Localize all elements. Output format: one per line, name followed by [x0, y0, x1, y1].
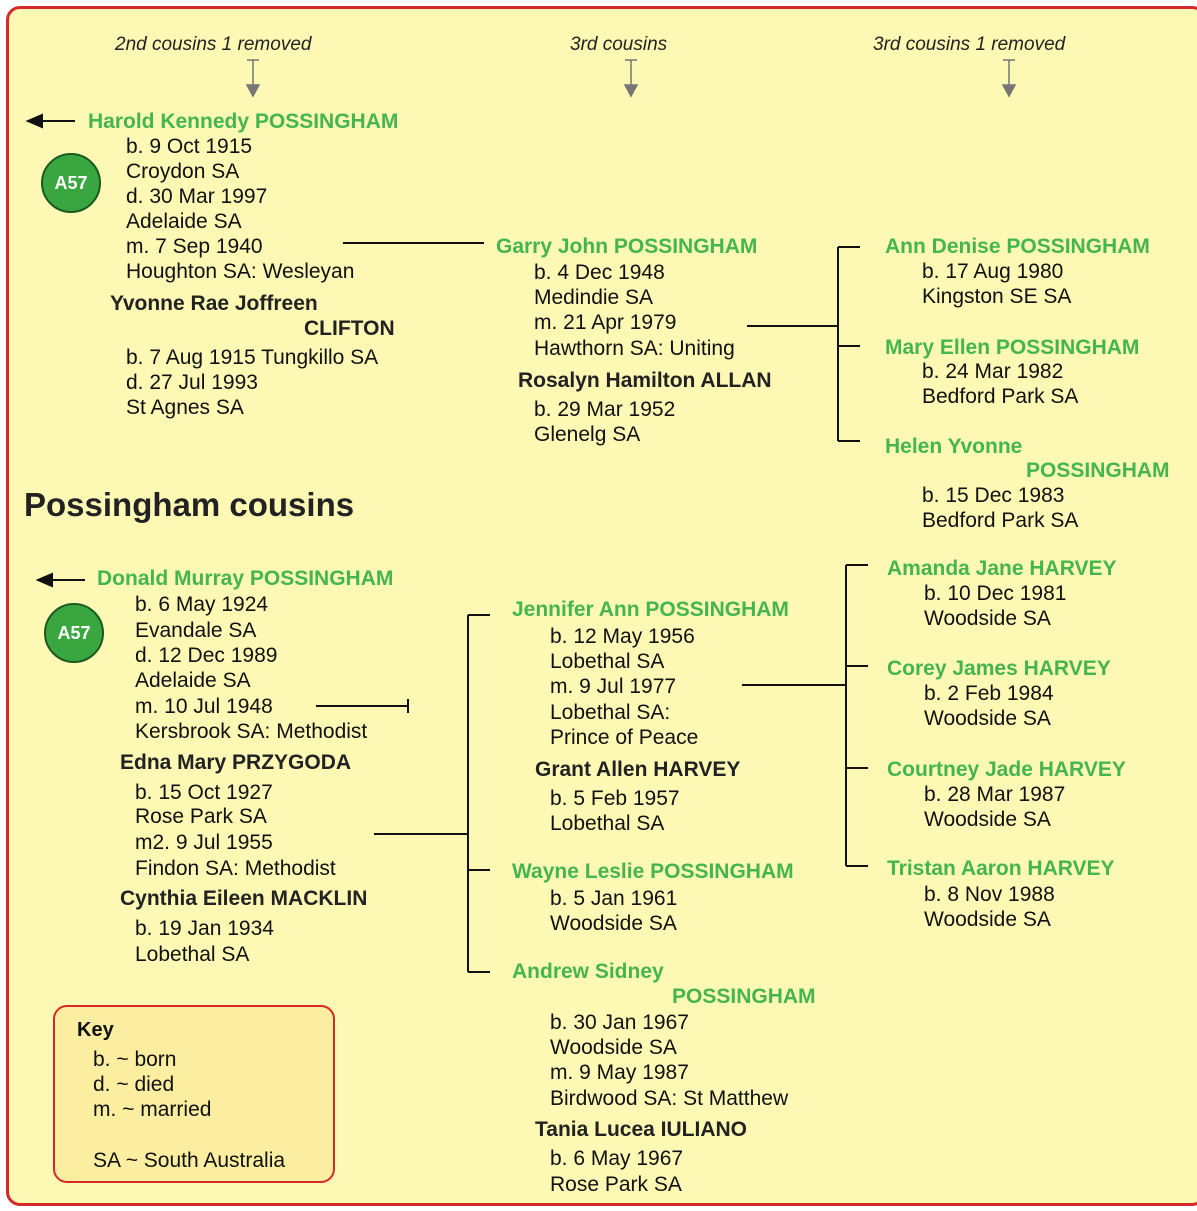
page-title: Possingham cousins: [24, 486, 355, 523]
andrew-surname: POSSINGHAM: [672, 985, 816, 1008]
rosalyn-name: Rosalyn Hamilton ALLAN: [518, 369, 772, 392]
donald-detail: Kersbrook SA: Methodist: [135, 720, 368, 743]
yvonne-detail: St Agnes SA: [126, 396, 244, 419]
harold-detail: Croydon SA: [126, 160, 240, 183]
courtney-name: Courtney Jade HARVEY: [887, 758, 1126, 781]
tristan-detail: Woodside SA: [924, 908, 1051, 931]
key-title: Key: [77, 1019, 114, 1041]
andrew-detail: b. 30 Jan 1967: [550, 1011, 689, 1034]
corey-detail: b. 2 Feb 1984: [924, 682, 1054, 705]
donald-detail: b. 6 May 1924: [135, 593, 269, 616]
tania-detail: Rose Park SA: [550, 1173, 682, 1196]
tristan-name: Tristan Aaron HARVEY: [887, 857, 1115, 880]
header-3rd-cousins: 3rd cousins: [570, 34, 668, 55]
yvonne-surname: CLIFTON: [304, 317, 395, 340]
harold-detail: Houghton SA: Wesleyan: [126, 260, 355, 283]
harold-detail: b. 9 Oct 1915: [126, 135, 253, 158]
jennifer-detail: Lobethal SA: [550, 650, 665, 673]
harold-detail: Adelaide SA: [126, 210, 242, 233]
jennifer-detail: b. 12 May 1956: [550, 625, 695, 648]
mary-detail: Bedford Park SA: [922, 385, 1079, 408]
helen-detail: Bedford Park SA: [922, 509, 1079, 532]
donald-detail: Evandale SA: [135, 619, 257, 642]
amanda-name: Amanda Jane HARVEY: [887, 557, 1117, 580]
key-item: b. ~ born: [93, 1048, 177, 1071]
donald-name: Donald Murray POSSINGHAM: [97, 567, 394, 590]
corey-name: Corey James HARVEY: [887, 657, 1111, 680]
harold-name: Harold Kennedy POSSINGHAM: [88, 110, 399, 133]
garry-detail: m. 21 Apr 1979: [534, 311, 677, 334]
wayne-name: Wayne Leslie POSSINGHAM: [512, 860, 794, 883]
garry-detail: Hawthorn SA: Uniting: [534, 337, 735, 360]
donald-detail: Adelaide SA: [135, 669, 251, 692]
grant-name: Grant Allen HARVEY: [535, 758, 741, 781]
edna-name: Edna Mary PRZYGODA: [120, 751, 352, 774]
tania-detail: b. 6 May 1967: [550, 1147, 684, 1170]
header-3rd-cousins-1-removed: 3rd cousins 1 removed: [873, 34, 1066, 55]
harold-detail: d. 30 Mar 1997: [126, 185, 268, 208]
ann-name: Ann Denise POSSINGHAM: [885, 235, 1150, 258]
yvonne-detail: d. 27 Jul 1993: [126, 371, 258, 394]
key-item: d. ~ died: [93, 1073, 175, 1096]
badge-a57-harold: A57: [41, 153, 101, 213]
jennifer-detail: Prince of Peace: [550, 726, 699, 749]
donald-detail: m. 10 Jul 1948: [135, 695, 273, 718]
andrew-detail: Woodside SA: [550, 1036, 677, 1059]
garry-detail: b. 4 Dec 1948: [534, 261, 665, 284]
edna-detail: b. 15 Oct 1927: [135, 781, 273, 804]
tania-name: Tania Lucea IULIANO: [535, 1118, 747, 1141]
donald-detail: d. 12 Dec 1989: [135, 644, 278, 667]
courtney-detail: b. 28 Mar 1987: [924, 783, 1066, 806]
jennifer-detail: Lobethal SA:: [550, 701, 671, 724]
rosalyn-detail: Glenelg SA: [534, 423, 641, 446]
key-item: SA ~ South Australia: [93, 1149, 286, 1172]
key-box: [53, 1005, 335, 1183]
helen-detail: b. 15 Dec 1983: [922, 484, 1065, 507]
mary-detail: b. 24 Mar 1982: [922, 360, 1064, 383]
helen-surname: POSSINGHAM: [1026, 459, 1170, 482]
badge-a57-donald: A57: [44, 603, 104, 663]
ann-detail: Kingston SE SA: [922, 285, 1072, 308]
mary-name: Mary Ellen POSSINGHAM: [885, 336, 1140, 359]
harold-detail: m. 7 Sep 1940: [126, 235, 263, 258]
edna-detail: m2. 9 Jul 1955: [135, 831, 273, 854]
jennifer-name: Jennifer Ann POSSINGHAM: [512, 598, 789, 621]
corey-detail: Woodside SA: [924, 707, 1051, 730]
rosalyn-detail: b. 29 Mar 1952: [534, 398, 676, 421]
key-item: m. ~ married: [93, 1098, 212, 1121]
wayne-detail: Woodside SA: [550, 912, 677, 935]
helen-name: Helen Yvonne: [885, 435, 1023, 458]
andrew-detail: Birdwood SA: St Matthew: [550, 1087, 789, 1110]
grant-detail: Lobethal SA: [550, 812, 665, 835]
amanda-detail: Woodside SA: [924, 607, 1051, 630]
amanda-detail: b. 10 Dec 1981: [924, 582, 1067, 605]
jennifer-detail: m. 9 Jul 1977: [550, 675, 677, 698]
edna-detail: Findon SA: Methodist: [135, 857, 336, 880]
edna-detail: Rose Park SA: [135, 805, 267, 828]
wayne-detail: b. 5 Jan 1961: [550, 887, 678, 910]
andrew-detail: m. 9 May 1987: [550, 1061, 689, 1084]
yvonne-detail: b. 7 Aug 1915 Tungkillo SA: [126, 346, 379, 369]
yvonne-name: Yvonne Rae Joffreen: [110, 292, 318, 315]
tristan-detail: b. 8 Nov 1988: [924, 883, 1055, 906]
ann-detail: b. 17 Aug 1980: [922, 260, 1064, 283]
cynthia-name: Cynthia Eileen MACKLIN: [120, 887, 368, 910]
grant-detail: b. 5 Feb 1957: [550, 787, 680, 810]
garry-detail: Medindie SA: [534, 286, 654, 309]
andrew-name: Andrew Sidney: [512, 960, 664, 983]
courtney-detail: Woodside SA: [924, 808, 1051, 831]
garry-name: Garry John POSSINGHAM: [496, 235, 758, 258]
cynthia-detail: b. 19 Jan 1934: [135, 917, 274, 940]
cynthia-detail: Lobethal SA: [135, 943, 250, 966]
header-2nd-cousins-1-removed: 2nd cousins 1 removed: [115, 34, 312, 55]
